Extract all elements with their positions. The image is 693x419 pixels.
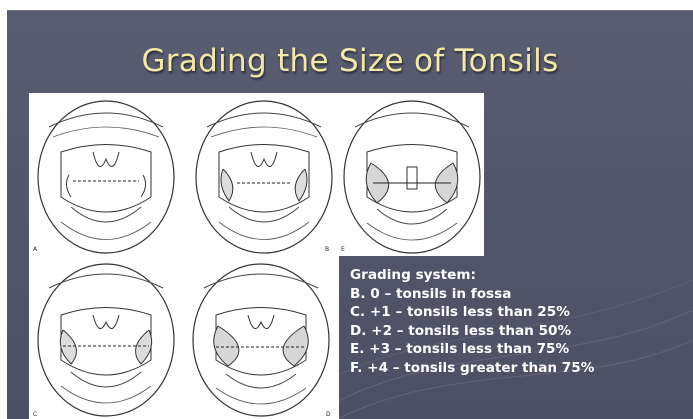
panel-label-b: B bbox=[325, 246, 329, 253]
tonsil-figure-ab: A B bbox=[29, 93, 347, 256]
legend-heading: Grading system: bbox=[350, 266, 594, 285]
legend-item-grade-4: F. +4 – tonsils greater than 75% bbox=[350, 359, 594, 378]
tonsil-figure-e: E bbox=[339, 93, 484, 256]
mouth-diagram-e: E bbox=[339, 93, 484, 256]
tonsil-figure-c: C bbox=[29, 256, 184, 419]
mouth-diagram-c: C bbox=[29, 256, 184, 419]
grading-legend: Grading system: B. 0 – tonsils in fossa … bbox=[350, 266, 594, 378]
legend-item-grade-3: E. +3 – tonsils less than 75% bbox=[350, 340, 594, 359]
panel-label-e: E bbox=[341, 246, 345, 253]
legend-item-grade-0: B. 0 – tonsils in fossa bbox=[350, 285, 594, 304]
mouth-diagrams-ab: A B bbox=[29, 93, 347, 256]
mouth-diagram-d: D bbox=[184, 256, 339, 419]
panel-label-c: C bbox=[33, 411, 37, 418]
tonsil-figure-d: D bbox=[184, 256, 339, 419]
slide-title: Grading the Size of Tonsils bbox=[7, 43, 693, 79]
panel-label-a: A bbox=[33, 246, 38, 253]
mouth-diagram-a: A bbox=[33, 101, 174, 253]
panel-label-d: D bbox=[326, 411, 331, 418]
legend-item-grade-2: D. +2 – tonsils less than 50% bbox=[350, 322, 594, 341]
mouth-diagram-b: B bbox=[196, 101, 332, 253]
legend-item-grade-1: C. +1 – tonsils less than 25% bbox=[350, 303, 594, 322]
slide: Grading the Size of Tonsils A bbox=[7, 10, 693, 419]
slide-border bbox=[7, 10, 693, 11]
